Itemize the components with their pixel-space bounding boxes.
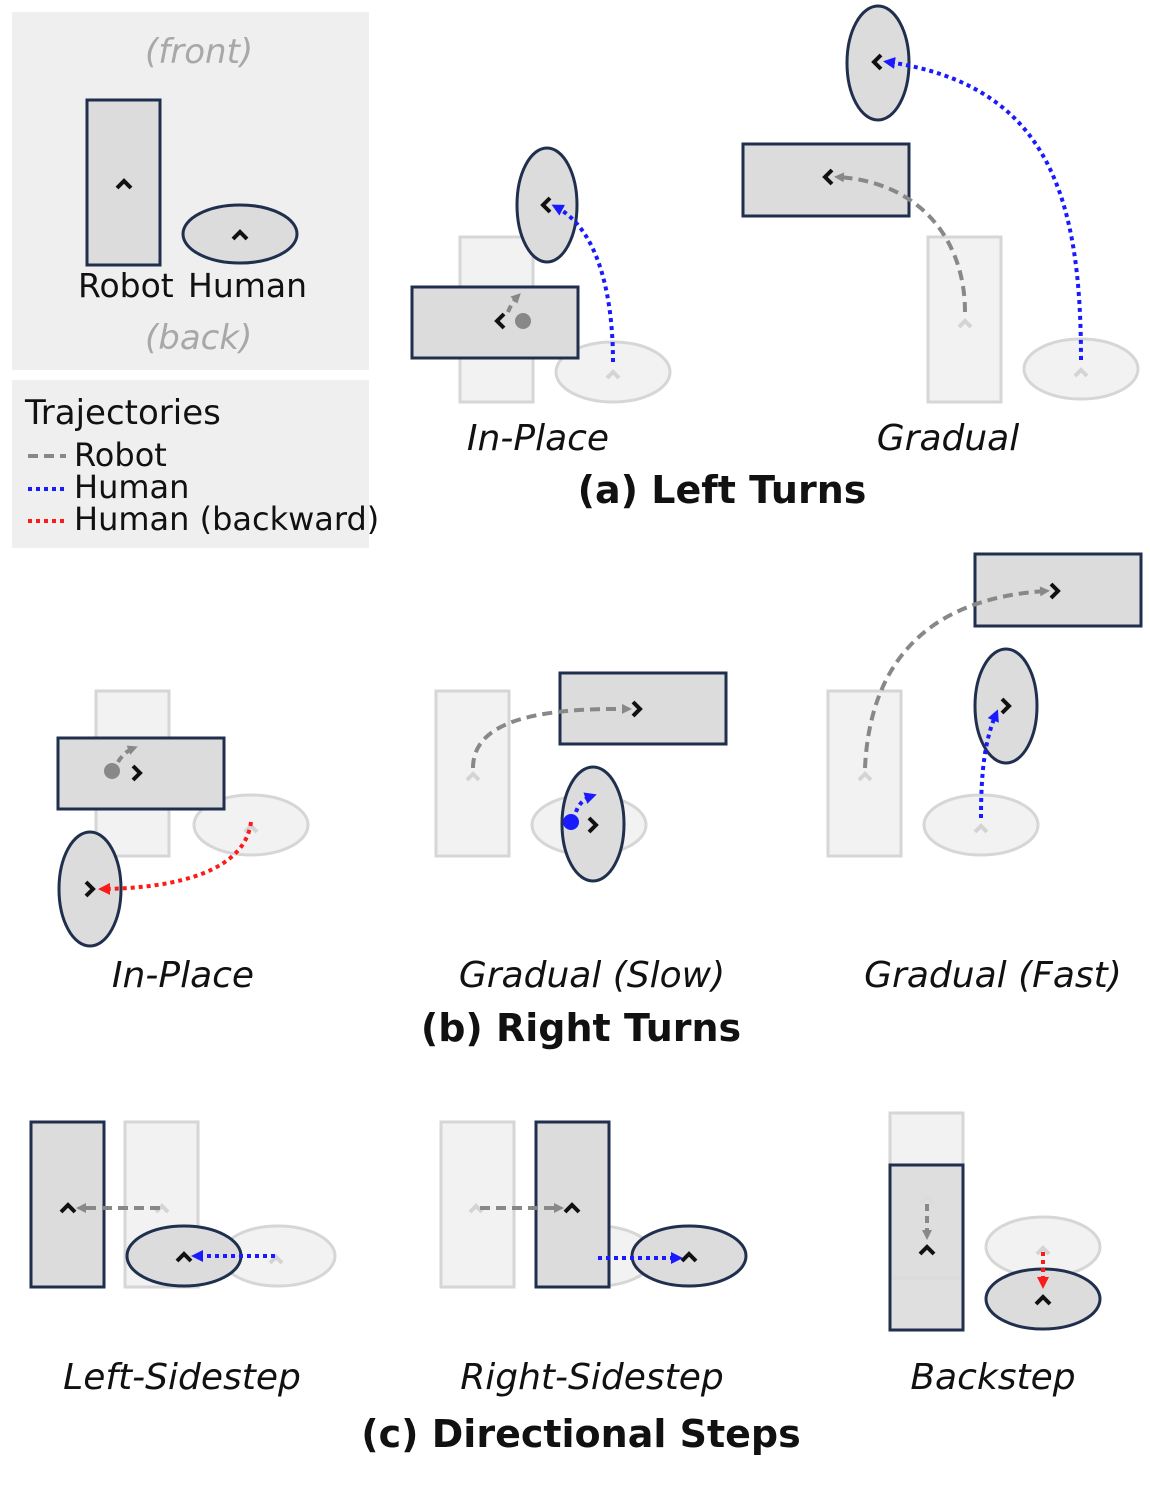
- robot-pivot-dot: [104, 763, 120, 779]
- legend-shapes-panel: [12, 12, 369, 370]
- human-shape: [515, 146, 579, 264]
- robot-traj: [834, 172, 967, 313]
- robot-traj: [116, 745, 138, 764]
- robot-pivot-dot: [515, 313, 531, 329]
- legend-robot-label: Robot: [78, 266, 174, 305]
- back-label: (back): [145, 318, 253, 358]
- traj-human-label: Human: [74, 468, 190, 506]
- human-pivot-dot: [563, 814, 579, 830]
- human-backward-traj: [98, 821, 253, 895]
- robot-shape: [558, 671, 728, 746]
- human-traj: [979, 709, 999, 819]
- caption-left-sidestep: Left-Sidestep: [63, 1357, 301, 1398]
- human-shape: [845, 4, 911, 122]
- caption-right-gradual-fast: Gradual (Fast): [864, 955, 1122, 996]
- heading-directional-steps: (c) Directional Steps: [361, 1412, 801, 1456]
- panel-left-sidestep: [29, 1120, 337, 1289]
- caption-right-sidestep: Right-Sidestep: [460, 1357, 724, 1398]
- heading-left-turns: (a) Left Turns: [577, 468, 867, 512]
- legend-human-shape: [181, 203, 299, 265]
- panel-right-sidestep: [439, 1120, 748, 1289]
- human-traj: [551, 204, 615, 363]
- panel-left-inplace: [410, 146, 672, 404]
- caption-right-inplace: In-Place: [111, 955, 255, 996]
- panel-right-gradual-slow: [434, 671, 728, 883]
- legend-robot-shape: [85, 98, 162, 267]
- front-label: (front): [145, 32, 254, 72]
- legend-human-label: Human: [188, 266, 308, 305]
- robot-shape: [410, 285, 580, 360]
- panel-right-inplace: [56, 689, 310, 948]
- panel-right-gradual-fast: [826, 552, 1143, 858]
- human-shape: [57, 830, 123, 948]
- robot-traj: [506, 293, 521, 313]
- traj-human-backward-label: Human (backward): [74, 500, 380, 538]
- traj-robot-label: Robot: [74, 436, 167, 474]
- human-traj: [883, 57, 1083, 361]
- robot-traj: [471, 703, 632, 769]
- caption-backstep: Backstep: [910, 1357, 1076, 1398]
- legend-trajectories-panel: [12, 380, 369, 548]
- heading-right-turns: (b) Right Turns: [420, 1006, 742, 1050]
- caption-right-gradual-slow: Gradual (Slow): [458, 955, 726, 996]
- caption-left-gradual: Gradual: [876, 418, 1020, 459]
- panel-left-gradual: [741, 4, 1140, 404]
- caption-left-inplace: In-Place: [466, 418, 610, 459]
- trajectories-title: Trajectories: [25, 393, 221, 433]
- human-traj: [574, 792, 597, 813]
- robot-traj: [863, 586, 1050, 769]
- ghost-robot: [439, 1120, 516, 1289]
- panel-backstep: [888, 1111, 1102, 1332]
- human-shape: [973, 647, 1039, 765]
